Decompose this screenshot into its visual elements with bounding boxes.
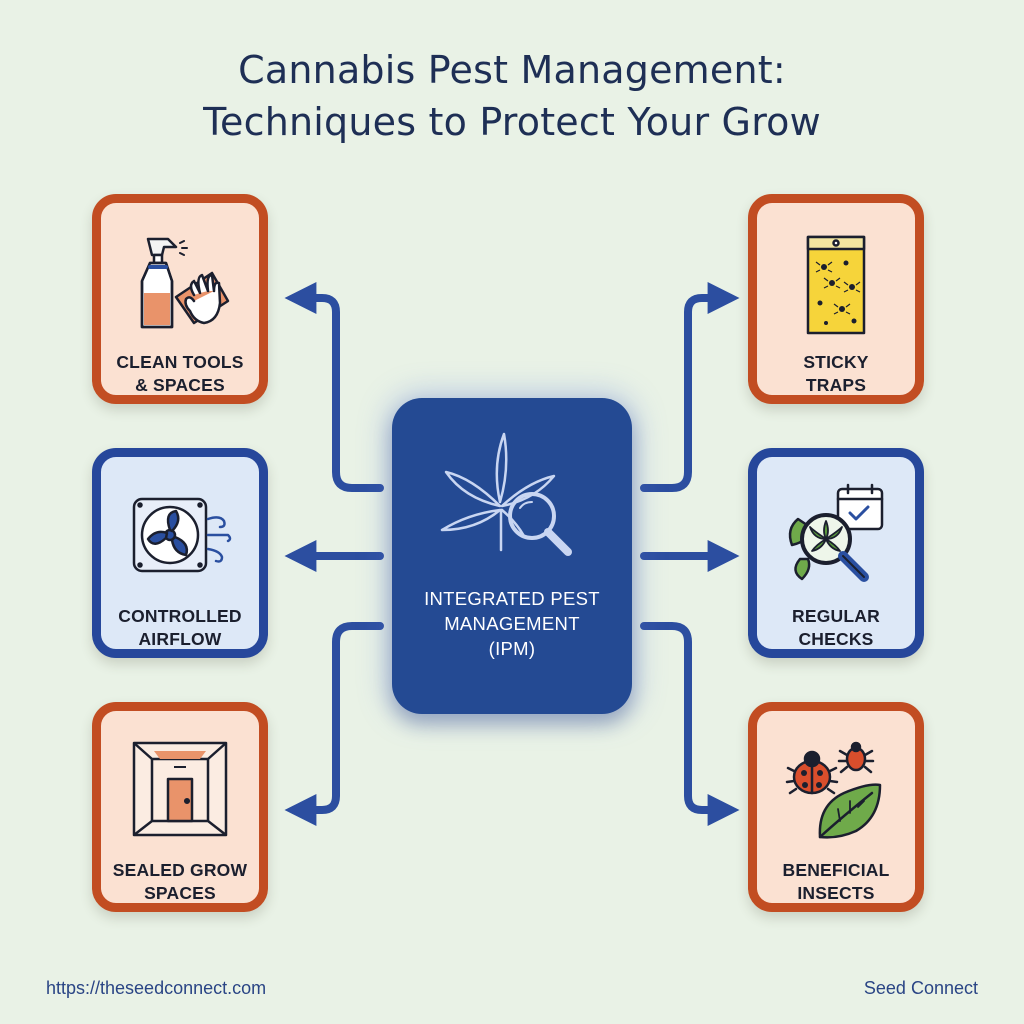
hub-ipm: INTEGRATED PEST MANAGEMENT (IPM) — [392, 398, 632, 714]
card-clean-tools: CLEAN TOOLS & SPACES — [92, 194, 268, 404]
arrow-to-sticky-traps — [640, 282, 740, 492]
sealed-room-icon — [132, 741, 228, 837]
card-regular-checks: REGULAR CHECKS — [748, 448, 924, 658]
card-sealed-grow-spaces: SEALED GROW SPACES — [92, 702, 268, 912]
sticky-trap-icon — [806, 235, 866, 335]
card-clean-tools-label: CLEAN TOOLS & SPACES — [116, 352, 244, 395]
card-beneficial-insects-label: BENEFICIAL INSECTS — [782, 860, 890, 903]
hub-ipm-label: INTEGRATED PEST MANAGEMENT (IPM) — [424, 588, 600, 659]
fan-icon — [132, 497, 232, 573]
ladybug-leaf-icon — [785, 741, 882, 839]
magnifier-calendar-icon — [788, 483, 884, 582]
arrow-to-beneficial — [640, 622, 740, 826]
title-line-1: Cannabis Pest Management: — [238, 48, 786, 92]
arrow-to-clean-tools — [284, 282, 384, 492]
card-beneficial-insects: BENEFICIAL INSECTS — [748, 702, 924, 912]
page-title: Cannabis Pest Management: Techniques to … — [0, 44, 1024, 148]
card-controlled-airflow: CONTROLLED AIRFLOW — [92, 448, 268, 658]
title-line-2: Techniques to Protect Your Grow — [203, 100, 821, 144]
spray-bottle-cloth-icon — [140, 237, 230, 329]
card-sticky-traps-label: STICKY TRAPS — [803, 352, 869, 395]
card-controlled-airflow-label: CONTROLLED AIRFLOW — [118, 606, 242, 649]
footer-url-link[interactable]: https://theseedconnect.com — [46, 978, 267, 998]
card-sealed-grow-spaces-label: SEALED GROW SPACES — [112, 860, 248, 903]
card-sticky-traps: STICKY TRAPS — [748, 194, 924, 404]
card-regular-checks-label: REGULAR CHECKS — [792, 606, 880, 649]
footer-brand: Seed Connect — [863, 978, 978, 998]
cannabis-leaf-magnifier-icon — [440, 432, 572, 556]
arrow-to-sealed — [284, 622, 384, 826]
